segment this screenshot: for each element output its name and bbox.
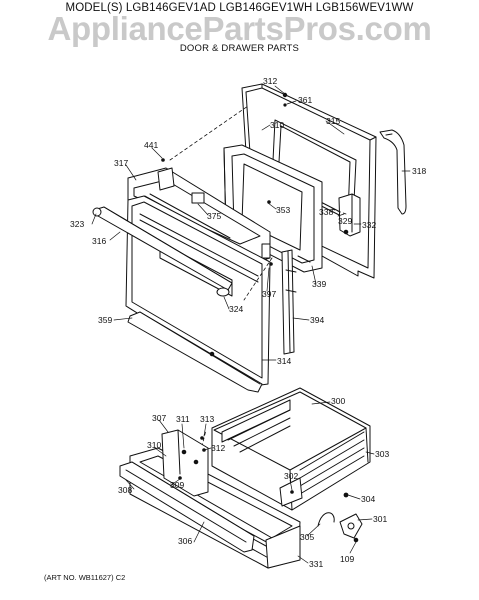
art-number: (ART NO. WB11627) C2 [44,573,126,582]
callout-324: 324 [229,304,243,314]
callout-312: 312 [263,76,277,86]
callout-300: 300 [331,396,345,406]
callout-317: 317 [114,158,128,168]
callout-359: 359 [98,315,112,325]
callout-318: 318 [412,166,426,176]
drawer-glide [317,512,363,543]
callout-304: 304 [361,494,375,504]
callout-329: 329 [338,216,352,226]
callout-361: 361 [298,95,312,105]
door-bottom-strip [127,311,263,393]
callout-307: 307 [152,413,166,423]
callout-397: 397 [262,289,276,299]
model-list: MODEL(S) LGB146GEV1AD LGB146GEV1WH LGB15… [65,2,414,14]
callout-375: 375 [207,211,221,221]
callout-316: 316 [92,236,106,246]
callout-302: 302 [284,471,298,481]
drawer-body [211,387,371,511]
callout-310: 310 [270,120,284,130]
callout-305: 305 [300,532,314,542]
diagram-subtitle: DOOR & DRAWER PARTS [179,43,300,54]
hinge-bracket [338,193,361,237]
callout-109: 109 [340,554,354,564]
door-side-trim [281,249,297,355]
callout-441: 441 [144,140,158,150]
callout-308: 308 [118,485,132,495]
callout-339: 339 [312,279,326,289]
callout-labels: 312 361 310 315 441 317 318 375 353 338 … [70,76,426,569]
callout-301: 301 [373,514,387,524]
leader-lines [91,85,411,564]
door-handle [92,206,233,297]
callout-338: 338 [319,207,333,217]
drawer-bracket [161,429,209,497]
callout-331: 331 [309,559,323,569]
callout-394: 394 [310,315,324,325]
callout-314: 314 [277,356,291,366]
callout-315: 315 [326,116,340,126]
callout-310-drawer: 310 [147,440,161,450]
callout-303: 303 [375,449,389,459]
callout-332: 332 [362,220,376,230]
callout-311: 311 [176,414,190,424]
callout-309: 309 [170,480,184,490]
watermark: AppliancePartsPros.com [47,10,432,47]
callout-323: 323 [70,219,84,229]
callout-353: 353 [276,205,290,215]
callout-313: 313 [200,414,214,424]
side-trim-strip [379,129,407,215]
callout-306: 306 [178,536,192,546]
drawer-bottom-strip [119,461,255,553]
callout-312-drawer: 312 [211,443,225,453]
